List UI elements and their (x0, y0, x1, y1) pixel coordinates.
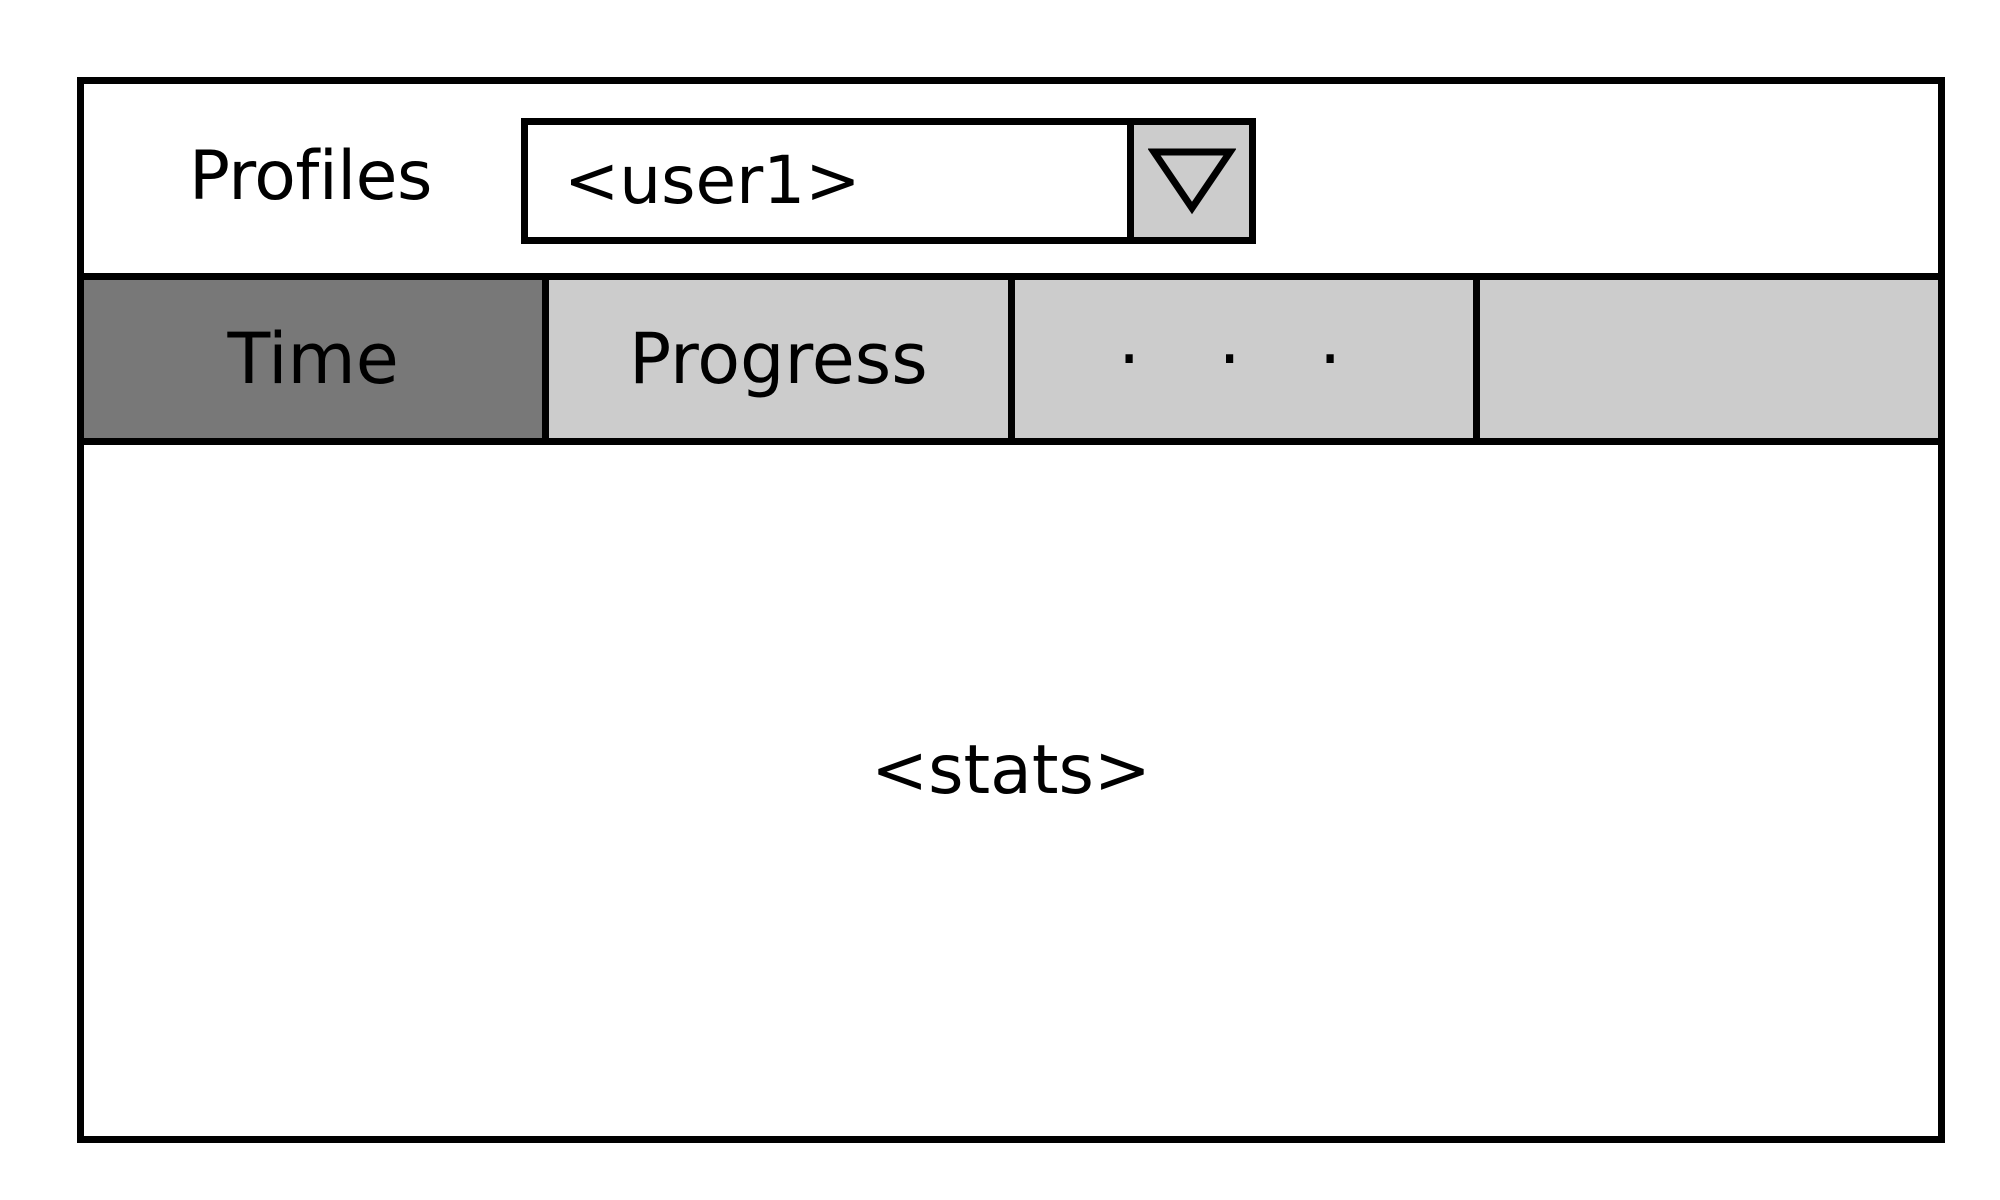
profiles-label: Profiles (189, 137, 432, 216)
tab-progress-label: Progress (629, 318, 928, 400)
tab-time[interactable]: Time (84, 280, 550, 438)
stats-panel: <stats> (84, 445, 1938, 1136)
tab-more[interactable]: · · · (1014, 280, 1480, 438)
tab-progress[interactable]: Progress (549, 280, 1015, 438)
tab-bar: Time Progress · · · (84, 280, 1938, 438)
profile-dropdown-value[interactable]: <user1> (564, 142, 861, 219)
tabs-divider (84, 438, 1938, 445)
triangle-down-icon (1147, 148, 1236, 215)
tab-time-label: Time (227, 318, 399, 400)
profile-dropdown[interactable]: <user1> (521, 118, 1256, 244)
dropdown-toggle-button[interactable] (1127, 125, 1249, 237)
tab-more-label: · · · (1117, 318, 1370, 400)
header-divider (84, 273, 1938, 280)
tab-empty[interactable] (1479, 280, 1938, 438)
stats-window: Profiles <user1> Time Progress · · · <st… (77, 77, 1945, 1143)
stats-placeholder: <stats> (871, 730, 1151, 810)
